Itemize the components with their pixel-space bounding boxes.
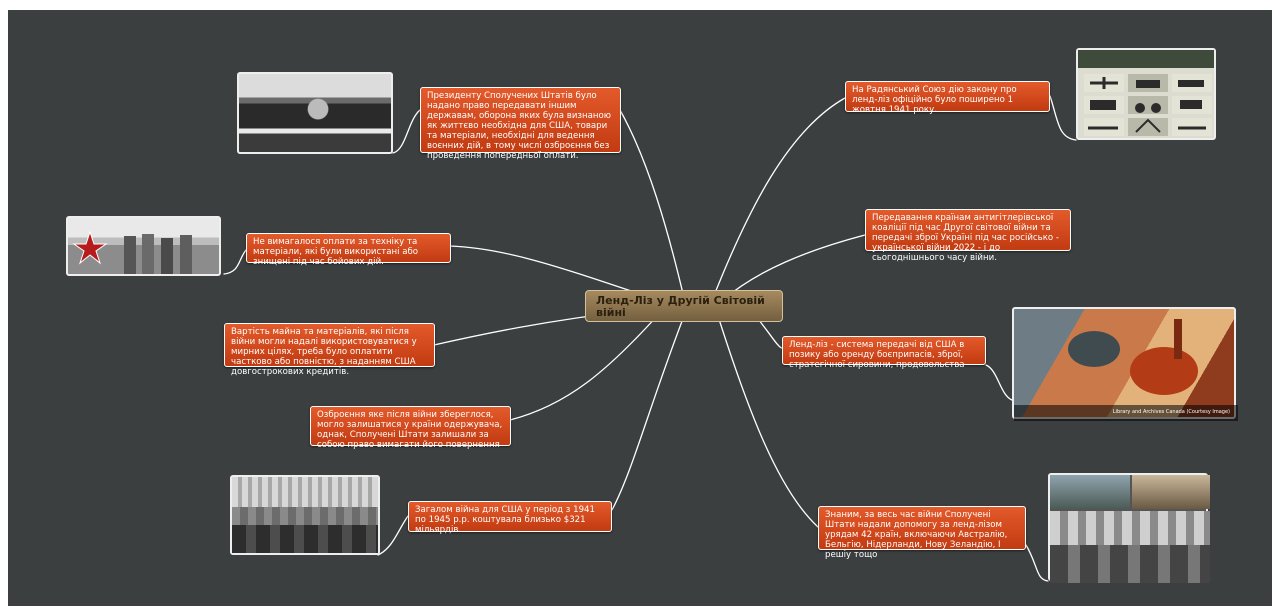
topic-remaining-weapons[interactable]: Озброєння яке після війни збереглося, мо…	[310, 406, 511, 450]
photo-airmen-plane	[66, 216, 221, 276]
topic-transfer-ukraine[interactable]: Передавання країнам антигітлерівської ко…	[865, 209, 1071, 263]
connector-t1	[619, 109, 685, 299]
connector-img2	[223, 249, 247, 275]
topic-postwar-payment[interactable]: Вартість майна та матеріалів, які після …	[224, 323, 435, 377]
connector-t9	[717, 315, 819, 528]
topic-president-authority[interactable]: Президенту Сполучених Штатів було надано…	[420, 87, 621, 161]
topic-ussr-extension[interactable]: На Радянський Союз дію закону про ленд-л…	[845, 81, 1050, 115]
soldier-figure-icon	[1014, 319, 1238, 421]
poster-soldiers: Library and Archives Canada (Courtesy Im…	[1012, 307, 1238, 421]
infographic-vehicles	[1076, 48, 1216, 140]
connector-t2	[449, 245, 659, 301]
topic-total-cost[interactable]: Загалом війна для США у період з 1941 по…	[408, 501, 612, 535]
connector-img3	[377, 515, 409, 556]
vehicles-icon	[1084, 74, 1212, 136]
connector-t6	[712, 97, 846, 299]
topic-42-countries[interactable]: Знаним, за весь час війни Сполучені Штат…	[818, 506, 1026, 560]
photo-war-collage	[1048, 473, 1210, 583]
central-topic[interactable]: Ленд-Ліз у Другій Світовій війні	[585, 290, 783, 322]
connector-img5	[985, 364, 1013, 401]
mindmap-canvas: Library and Archives Canada (Courtesy Im…	[8, 10, 1272, 606]
photo-tank-factory	[230, 475, 380, 555]
photo-president-signing	[237, 72, 393, 154]
connector-img6	[1025, 544, 1049, 582]
connector-img1	[392, 109, 421, 154]
poster-caption: Library and Archives Canada (Courtesy Im…	[1112, 409, 1230, 415]
red-star-icon	[72, 230, 192, 274]
topic-no-payment-destroyed[interactable]: Не вимагалося оплати за техніку та матер…	[246, 233, 451, 267]
topic-lendlease-definition[interactable]: Ленд-ліз - система передачі від США в по…	[782, 336, 986, 370]
connector-t5	[611, 315, 685, 511]
connector-t4	[509, 314, 659, 421]
connector-img4	[1049, 95, 1077, 141]
